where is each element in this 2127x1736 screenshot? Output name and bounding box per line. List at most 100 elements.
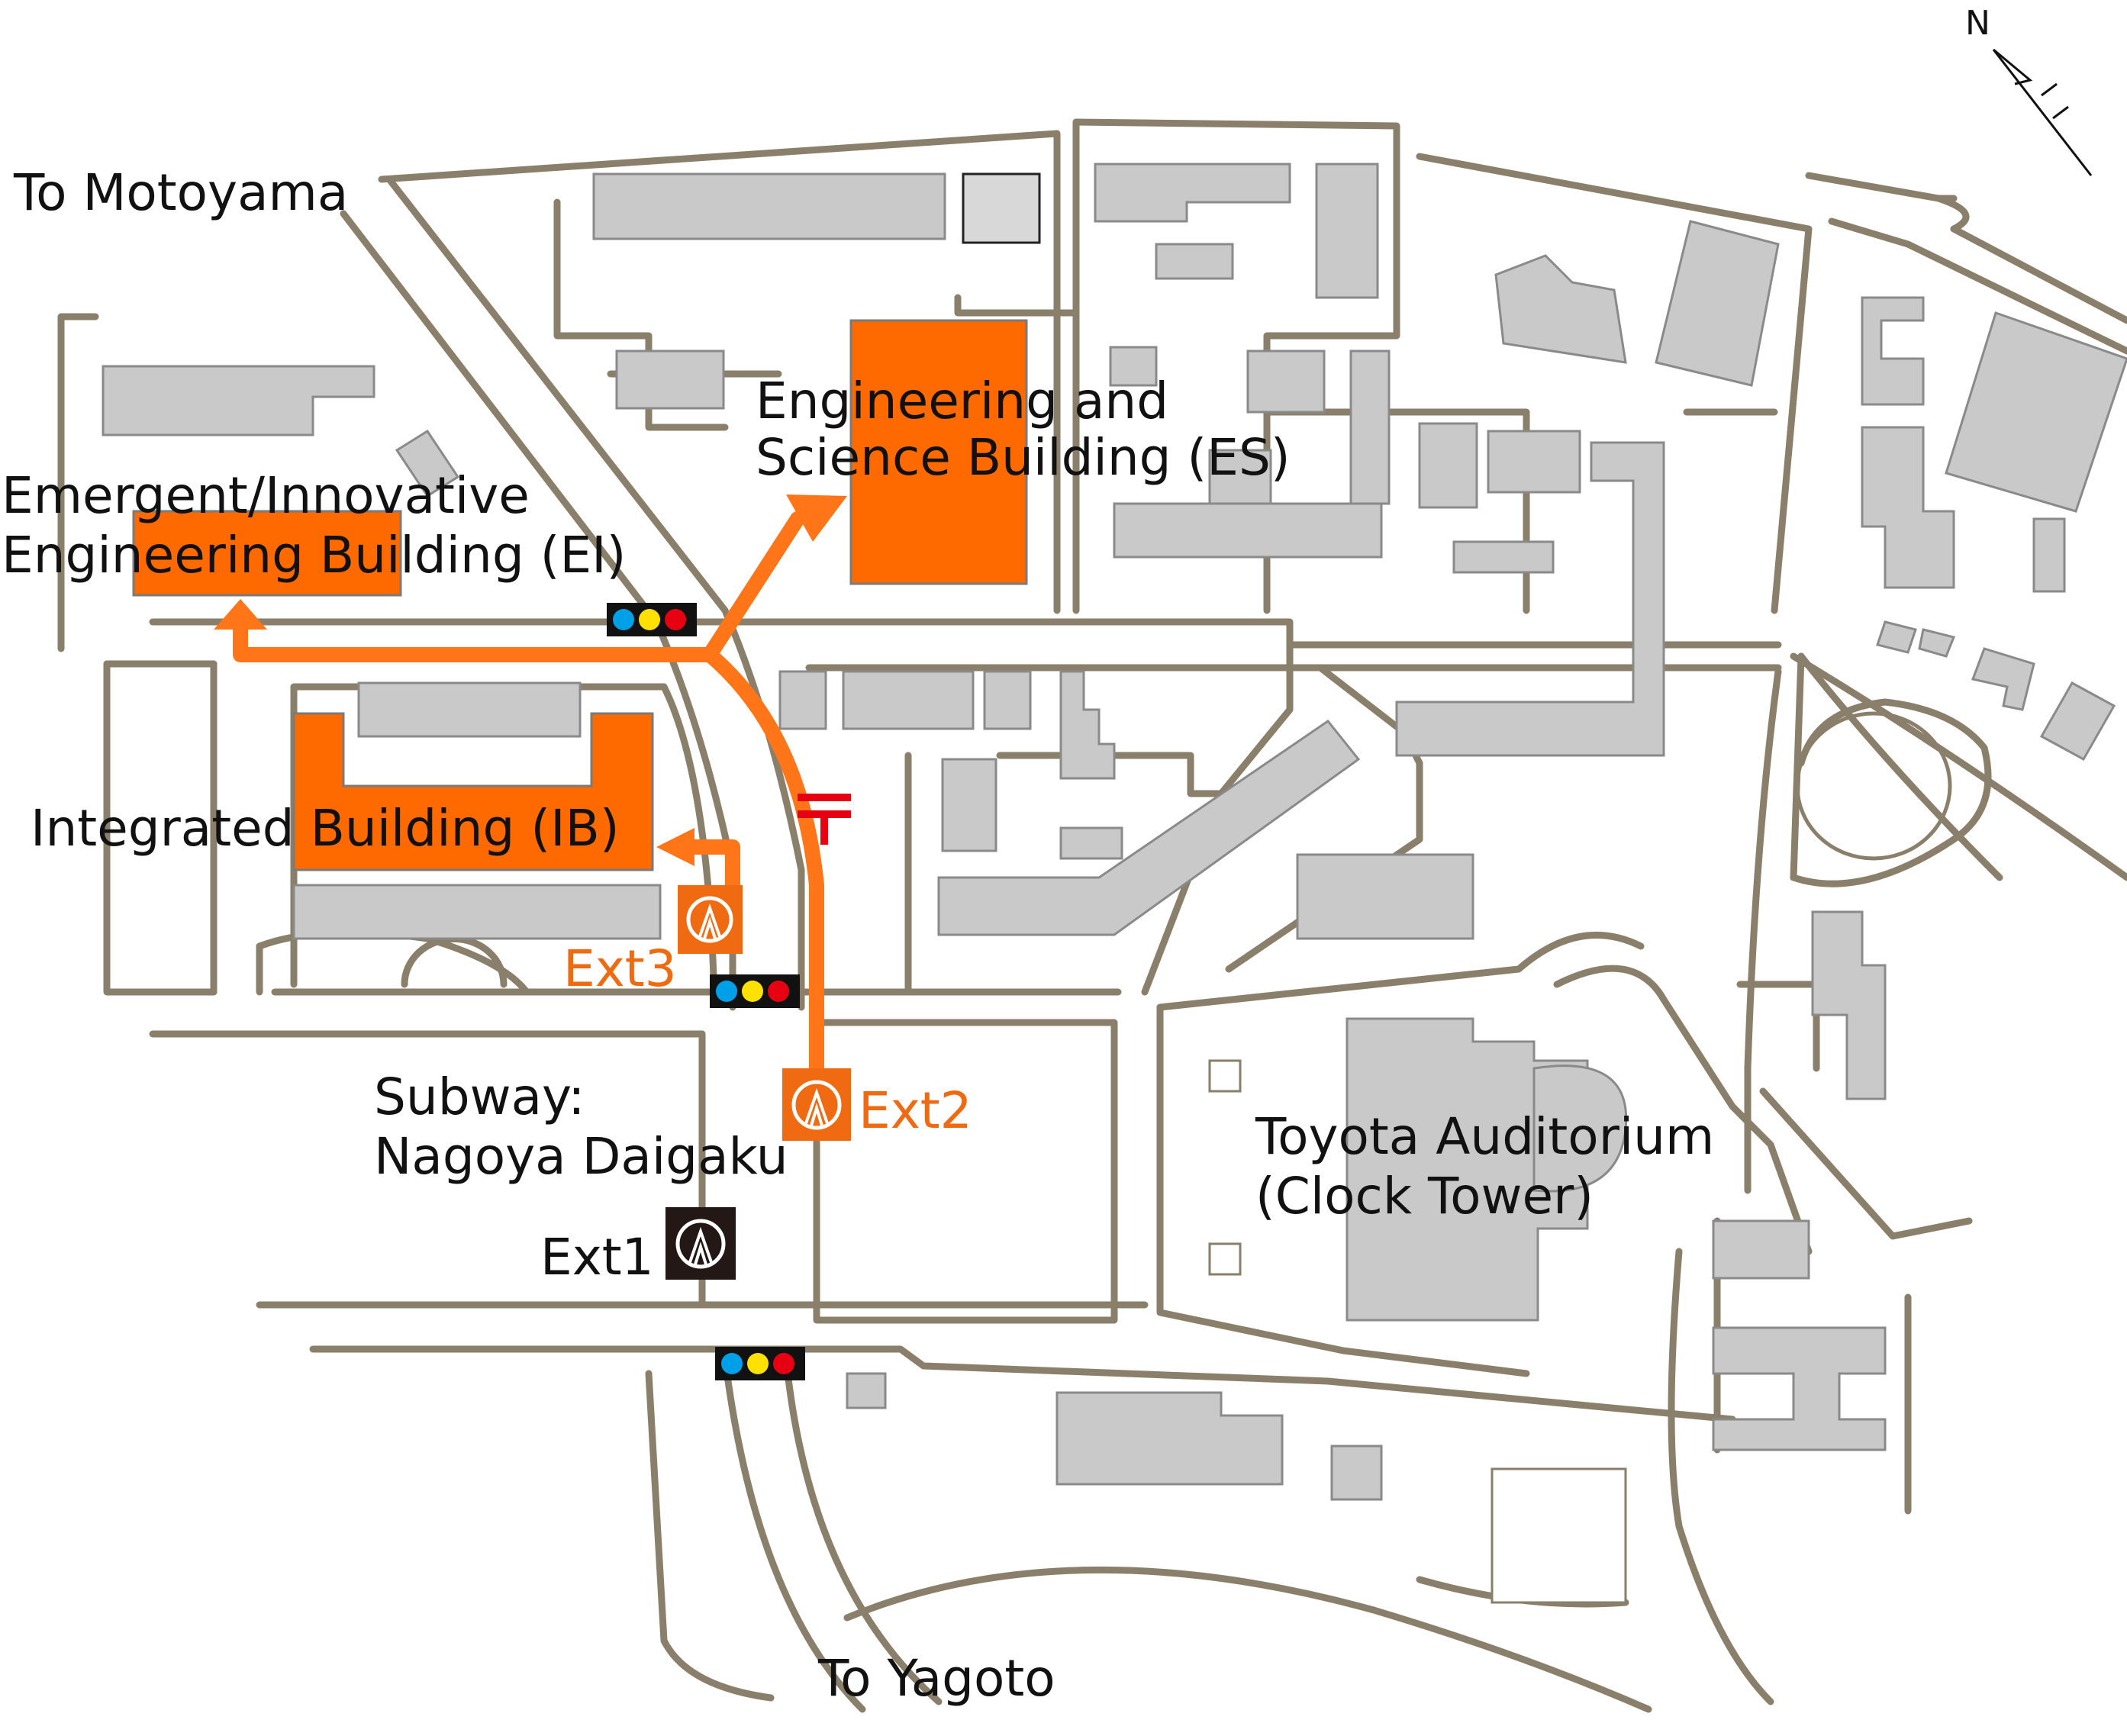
east-west-road — [149, 618, 1782, 649]
building — [1109, 346, 1158, 387]
route-to-es — [702, 511, 805, 662]
toyota-auditorium — [1345, 1017, 1589, 1322]
building — [1712, 1326, 1887, 1451]
auditorium-block — [1759, 1087, 1973, 1240]
traffic-light — [607, 603, 697, 636]
arrowhead-ib — [656, 828, 694, 866]
building — [357, 681, 582, 738]
yagoto-road — [721, 1354, 866, 1713]
building-outline — [1208, 1059, 1242, 1093]
auditorium-block — [1797, 652, 2003, 881]
inner-road — [553, 198, 729, 431]
northeast-road — [1790, 652, 2127, 881]
building — [1487, 430, 1581, 494]
compass-label: N — [1965, 4, 1990, 43]
stadium — [1795, 711, 1952, 861]
ei-label-line1: Emergent/Innovative — [2, 466, 530, 525]
arrowhead-ei — [214, 599, 267, 630]
building — [615, 349, 725, 410]
subway-exit-icon — [678, 885, 743, 954]
building — [102, 365, 375, 436]
building — [1059, 670, 1116, 780]
highlighted-buildings — [132, 319, 1028, 871]
subway-label-line2: Nagoya Daigaku — [374, 1127, 788, 1186]
building — [395, 429, 460, 498]
south-block — [813, 1019, 1118, 1324]
building — [1811, 910, 1887, 1100]
route-to-ei — [233, 612, 717, 662]
building — [2032, 517, 2066, 593]
building — [1945, 311, 2127, 513]
building — [1452, 540, 1555, 574]
post-office-icon — [798, 794, 851, 845]
building — [1330, 1445, 1383, 1501]
southeast-road — [1668, 1248, 1774, 1705]
building — [1113, 502, 1383, 559]
building — [983, 670, 1032, 730]
building — [1349, 349, 1391, 505]
campus-boundary — [1416, 153, 1813, 614]
building — [1861, 296, 1925, 406]
building — [1059, 826, 1123, 860]
northeast-road — [1790, 652, 1992, 887]
campus-buildings — [102, 163, 2127, 1604]
destination-yagoto: To Yagoto — [817, 1649, 1055, 1708]
building — [592, 172, 946, 240]
building-outline — [962, 172, 1041, 244]
building — [1655, 220, 1780, 387]
building — [1876, 620, 1917, 654]
building — [1296, 853, 1474, 940]
auditorium-block — [1744, 668, 1782, 1194]
building — [778, 670, 827, 730]
route-arrows — [233, 511, 824, 1110]
yagoto-road — [782, 1354, 943, 1705]
building-outline — [1491, 1467, 1627, 1604]
building — [1494, 254, 1627, 364]
ib-label: Integrated Building (IB) — [31, 799, 620, 858]
building — [1712, 1219, 1810, 1280]
es-label-line1: Engineering and — [756, 372, 1168, 430]
ib-building — [292, 712, 654, 871]
building — [1055, 1391, 1284, 1486]
campus-boundary — [378, 130, 1061, 614]
building — [1208, 449, 1272, 505]
west-road — [57, 313, 99, 652]
building — [1861, 426, 1955, 589]
southeast-road — [843, 1566, 1652, 1713]
building — [1395, 441, 1665, 757]
building — [1918, 628, 1956, 658]
building — [842, 670, 975, 730]
building — [941, 758, 997, 852]
toyota-label-line1: Toyota Auditorium — [1255, 1107, 1714, 1166]
ei-building — [132, 510, 402, 597]
toyota-label-line2: (Clock Tower) — [1255, 1167, 1594, 1226]
exit3-label: Ext3 — [563, 939, 677, 998]
traffic-light — [710, 974, 800, 1008]
ib-block — [256, 929, 530, 996]
central-block — [1141, 637, 1294, 996]
auditorium-block — [1553, 965, 1813, 1255]
route-to-ib — [683, 839, 740, 900]
auditorium-block — [1156, 931, 1645, 1011]
building — [1155, 243, 1234, 280]
road-network — [57, 118, 2127, 1713]
es-label-line2: Science Building (ES) — [756, 428, 1291, 487]
northeast-road — [1828, 217, 2127, 355]
route-main — [702, 647, 824, 1110]
building — [292, 884, 662, 940]
northeast-road — [1950, 225, 2127, 324]
subway-exit-icon — [665, 1207, 736, 1280]
subway-label-line1: Subway: — [374, 1068, 585, 1126]
south-block — [256, 1030, 706, 1309]
building — [2039, 681, 2116, 762]
compass-icon — [1992, 48, 2093, 176]
campus-boundary — [1072, 118, 1400, 614]
inner-road — [954, 294, 1080, 317]
exit1-label: Ext1 — [540, 1228, 654, 1287]
building — [1246, 349, 1326, 414]
building — [846, 1372, 887, 1409]
ei-label-line2: Engineering Building (EI) — [2, 526, 626, 585]
building-outline — [1208, 1242, 1242, 1276]
destination-motoyama: To Motoyama — [13, 163, 348, 222]
